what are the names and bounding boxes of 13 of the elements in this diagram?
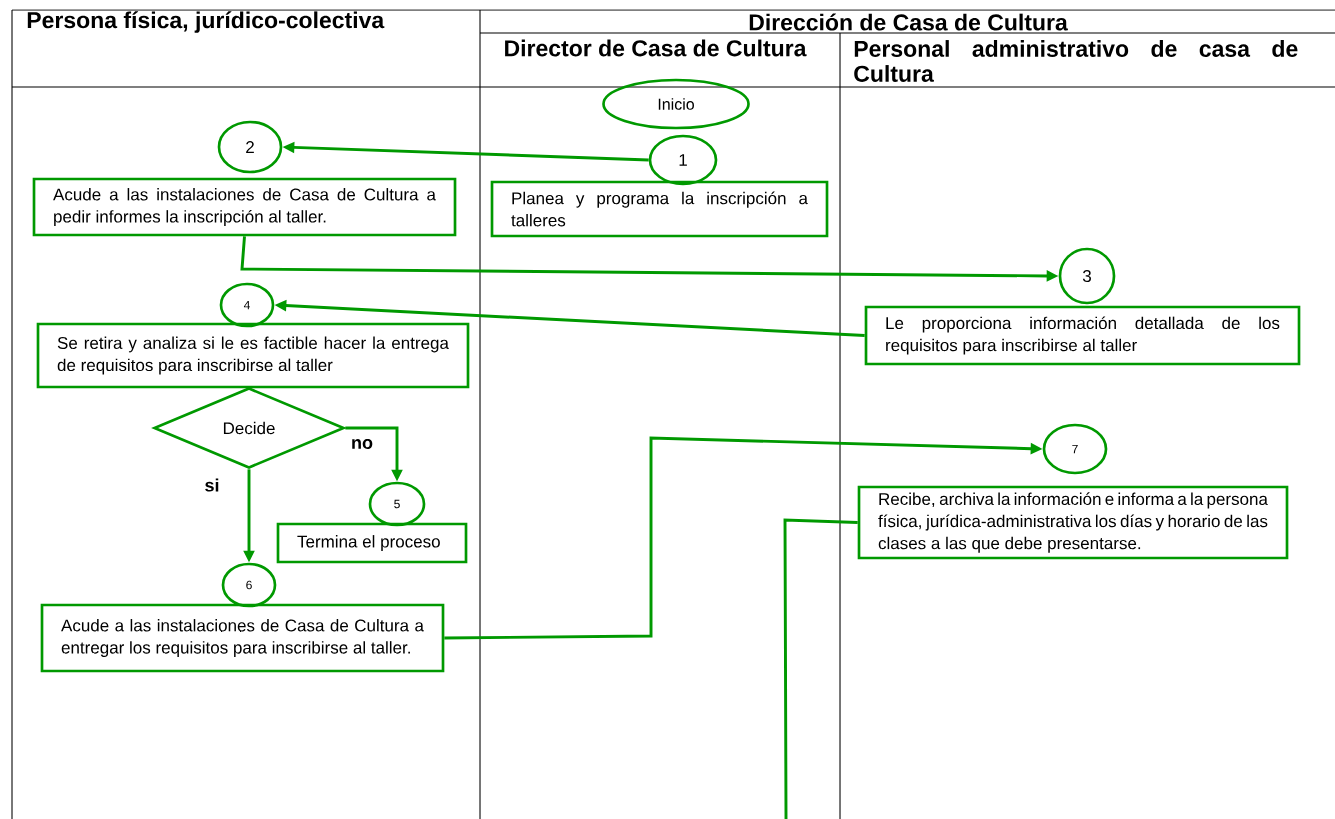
process-box: Acude a las instalaciones de Casa de Cultura a pedir informes la inscripción al taller. xyxy=(32,177,457,237)
edge-label: no xyxy=(349,437,375,451)
edge-label: si xyxy=(203,477,221,493)
lane-header: Dirección de Casa de Cultura xyxy=(749,13,1068,31)
process-box: Se retira y analiza si le es factible hacer la entrega de requisitos para inscribirse al taller xyxy=(36,322,470,389)
process-box: Recibe, archiva la información e informa a la persona física, jurídica-administrativa los días y horario de las clases a las que debe presentarse. xyxy=(857,485,1289,560)
process-box: Le proporciona información detallada de los requisitos para inscribirse al taller xyxy=(864,305,1301,366)
lane-header: Personal administrativo de casa de Cultura xyxy=(854,40,1298,82)
lane-header: Director de Casa de Cultura xyxy=(505,39,807,57)
process-box: Termina el proceso xyxy=(276,522,468,564)
process-box: Acude a las instalaciones de Casa de Cultura a entregar los requisitos para inscribirse al taller. xyxy=(40,603,445,673)
lane-header: Persona física, jurídico-colectiva xyxy=(27,11,385,33)
process-box: Planea y programa la inscripción a talleres xyxy=(490,180,829,238)
